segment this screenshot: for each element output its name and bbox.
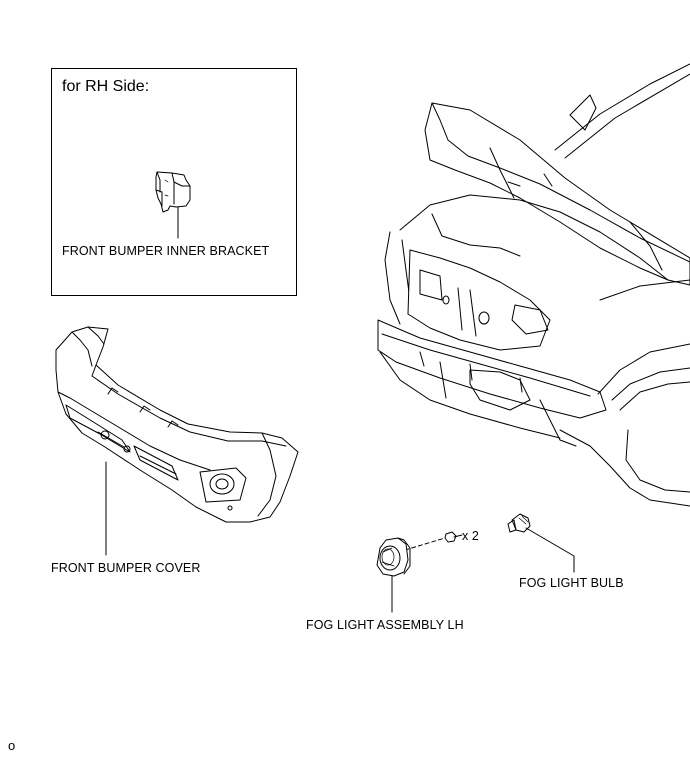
front-bumper-cover-label: FRONT BUMPER COVER	[51, 561, 201, 575]
fog-light-assembly-label: FOG LIGHT ASSEMBLY LH	[306, 618, 464, 632]
front-bumper-inner-bracket-label: FRONT BUMPER INNER BRACKET	[62, 244, 270, 258]
screw-quantity-label: x 2	[462, 529, 479, 543]
fog-light-assembly	[376, 537, 411, 613]
fog-light-screw	[404, 531, 463, 551]
footer-mark: o	[8, 738, 16, 753]
inset-title: for RH Side:	[62, 78, 150, 95]
fog-light-bulb-label: FOG LIGHT BULB	[519, 576, 624, 590]
fog-light-bulb	[507, 513, 575, 573]
rh-side-inset	[51, 68, 297, 296]
front-bumper-inner-bracket	[155, 171, 191, 239]
vehicle-front-open-hood	[377, 63, 690, 507]
front-bumper-cover	[55, 326, 299, 556]
